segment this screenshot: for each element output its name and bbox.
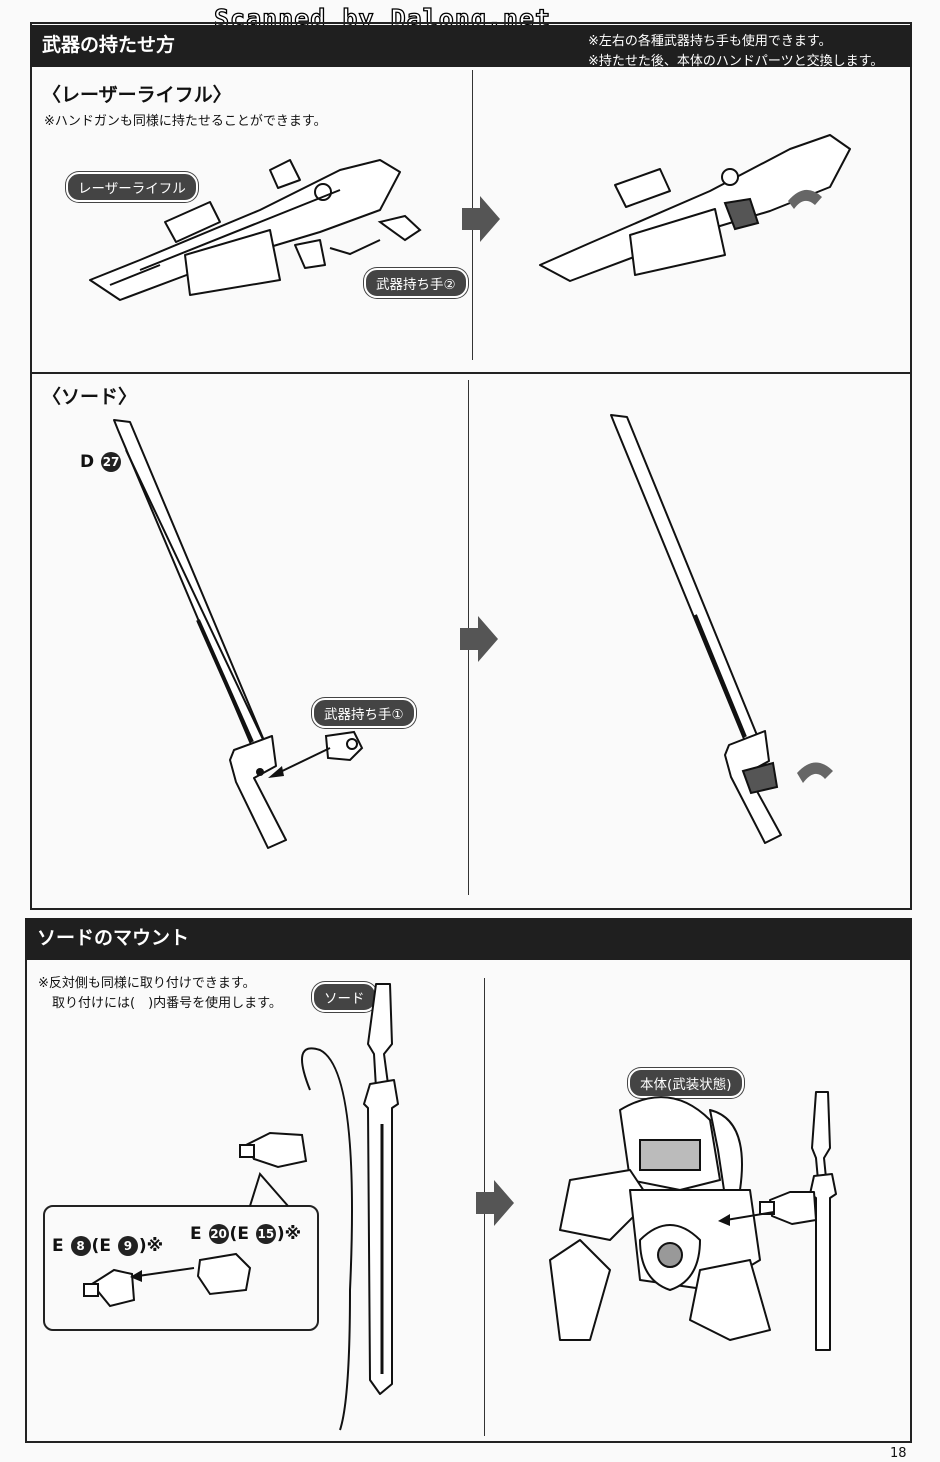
part-b-alt-number: 15 xyxy=(255,1224,276,1244)
inset-pointer xyxy=(249,1171,289,1207)
mount-part-illustration xyxy=(239,1131,308,1169)
mounted-sword-illustration xyxy=(759,1091,837,1351)
rifle-label-pill: レーザーライフル xyxy=(66,172,198,202)
step-arrow-sword xyxy=(460,616,498,662)
mount-note-1: ※反対側も同様に取り付けできます。 xyxy=(38,976,256,991)
sword-illustration xyxy=(113,419,287,849)
page-number: 18 xyxy=(890,1446,907,1461)
sword-part-id: D 27 xyxy=(80,452,122,472)
rifle-subtitle: 〈レーザーライフル〉 xyxy=(42,84,232,106)
sword-label-pill: ソード xyxy=(312,982,377,1012)
mount-attach-arrow xyxy=(718,1211,775,1226)
part-a-alt-number: 9 xyxy=(117,1236,138,1256)
sword-part-code: D xyxy=(80,452,95,472)
body-figure-illustration xyxy=(549,1096,771,1341)
part-b-id: E 20(E 15)※ xyxy=(190,1224,302,1244)
inset-assembly-arrow xyxy=(130,1267,195,1282)
sword-with-hand-illustration xyxy=(610,414,833,844)
section2-title: ソードのマウント xyxy=(37,927,190,949)
section-header-weapon-holding: 武器の持たせ方 xyxy=(30,25,580,67)
rifle-sword-separator xyxy=(30,372,912,374)
mount-note-2: 取り付けには( )内番号を使用します。 xyxy=(52,996,282,1011)
part-e8-illustration xyxy=(83,1268,136,1308)
mount-sword-illustration xyxy=(363,983,399,1395)
sword-part-number: 27 xyxy=(101,452,122,472)
part-b-alt-code: E xyxy=(237,1224,249,1244)
hand-part-1-illustration xyxy=(324,730,364,762)
laser-rifle-illustration xyxy=(89,159,422,301)
part-a-mark: ※ xyxy=(146,1236,164,1256)
hand-insert-arrow xyxy=(268,747,331,778)
part-a-number: 8 xyxy=(70,1236,91,1256)
part-a-alt-code: E xyxy=(99,1236,111,1256)
part-e20-illustration xyxy=(196,1252,252,1296)
laser-rifle-with-hand-illustration xyxy=(539,134,851,282)
sword-route-curve xyxy=(301,1047,353,1431)
sword-subtitle: 〈ソード〉 xyxy=(42,386,138,408)
part-b-code: E xyxy=(190,1224,202,1244)
part-b-mark: ※ xyxy=(284,1224,302,1244)
header-note-2: ※持たせた後、本体のハンドパーツと交換します。 xyxy=(588,54,884,69)
part-b-number: 20 xyxy=(208,1224,229,1244)
hand-part-1-pill: 武器持ち手① xyxy=(312,698,416,728)
section-weapon-holding xyxy=(30,22,912,910)
part-a-id: E 8(E 9)※ xyxy=(52,1236,164,1256)
hand-part-2-pill: 武器持ち手② xyxy=(364,268,468,298)
step-arrow-mount xyxy=(476,1180,514,1226)
step-arrow-rifle xyxy=(462,196,500,242)
part-a-code: E xyxy=(52,1236,64,1256)
body-label-pill: 本体(武装状態) xyxy=(628,1068,744,1098)
rifle-note: ※ハンドガンも同様に持たせることができます。 xyxy=(44,114,327,129)
header-note-1: ※左右の各種武器持ち手も使用できます。 xyxy=(588,34,832,49)
section-header-right-strip xyxy=(580,25,912,67)
section-header-sword-mount: ソードのマウント xyxy=(25,918,912,960)
section-title: 武器の持たせ方 xyxy=(42,34,176,56)
